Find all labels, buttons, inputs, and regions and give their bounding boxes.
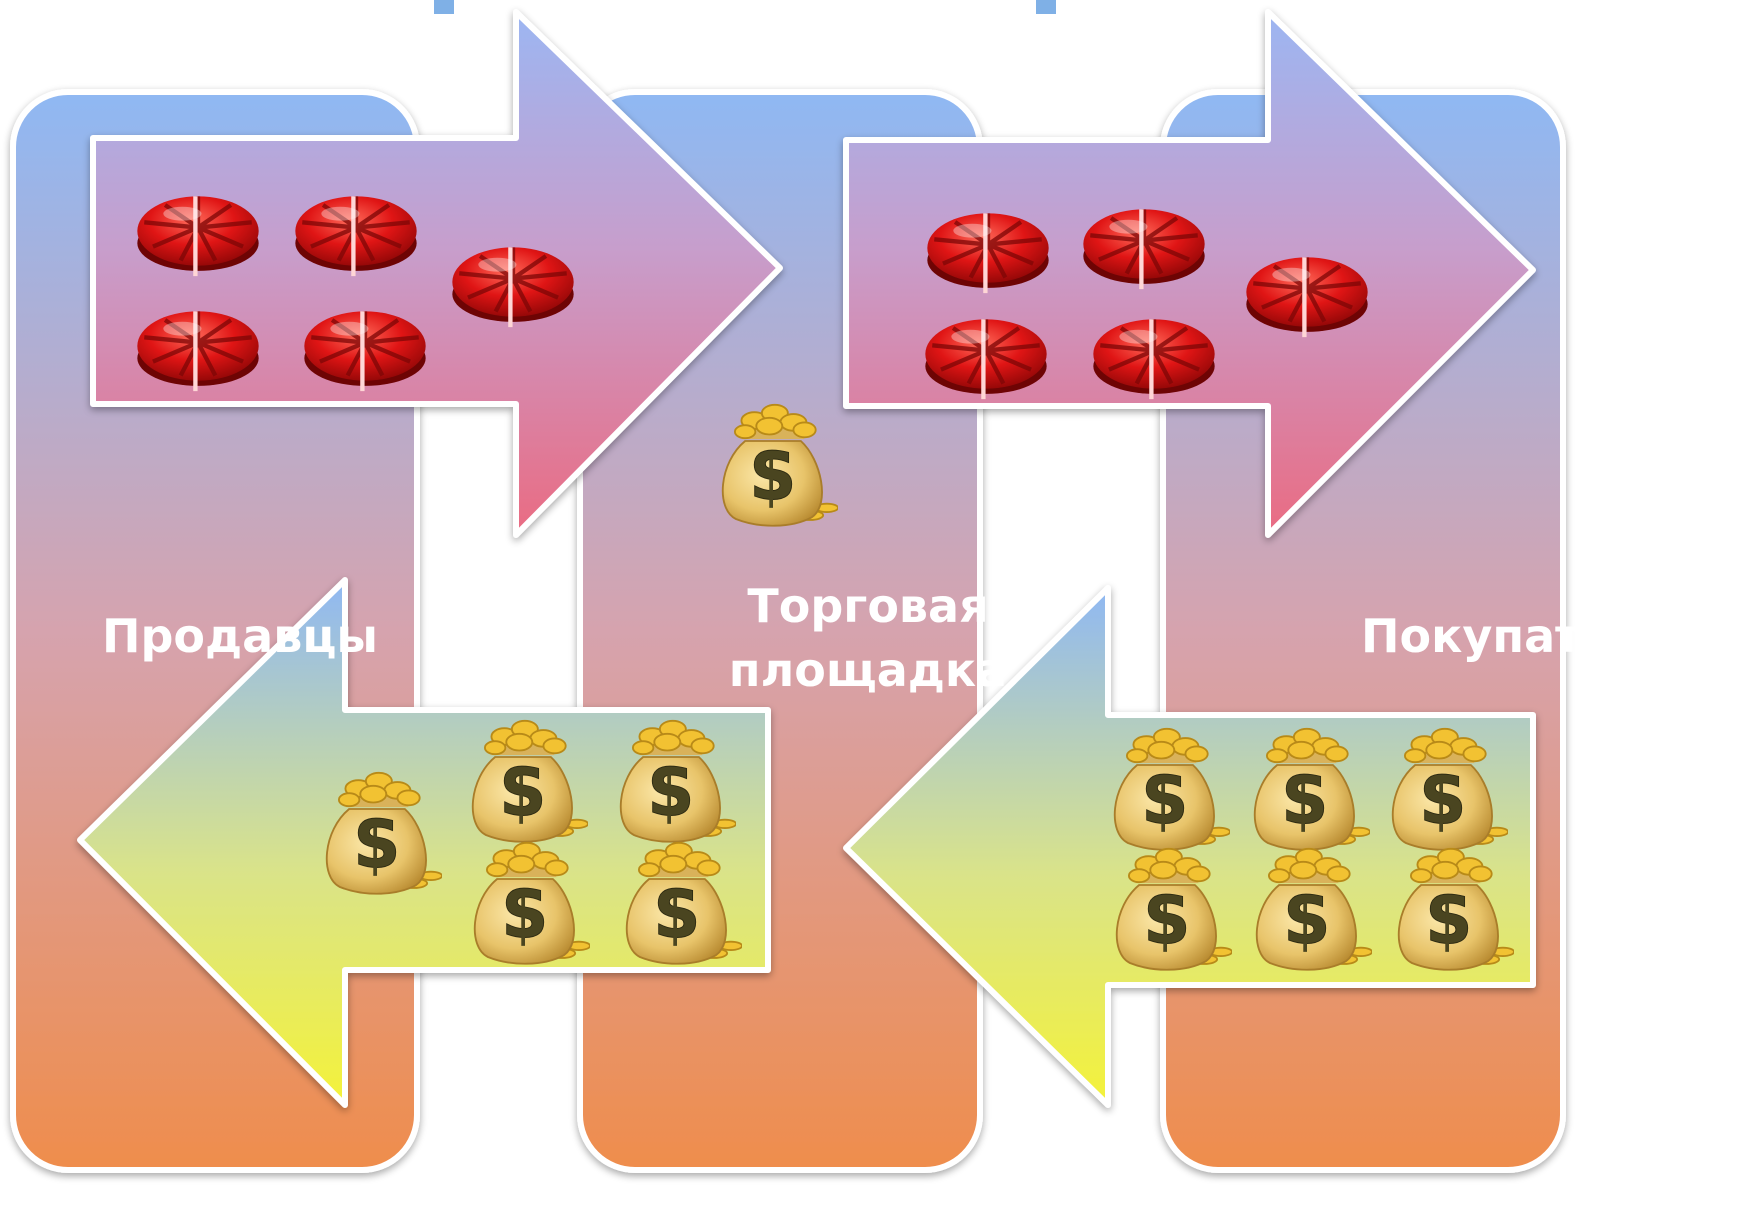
money-group-2 [1112,726,1514,972]
label-marketplace-line1: Торговая [747,579,988,633]
top-edge-mark-left [434,0,454,14]
label-buyers: Покупатели [1361,609,1679,663]
top-edge-mark-right [1036,0,1056,14]
label-sellers: Продавцы [102,609,378,663]
label-marketplace-line2: площадка [729,643,1007,697]
arrow-goods-sellers-to-marketplace [90,9,783,538]
